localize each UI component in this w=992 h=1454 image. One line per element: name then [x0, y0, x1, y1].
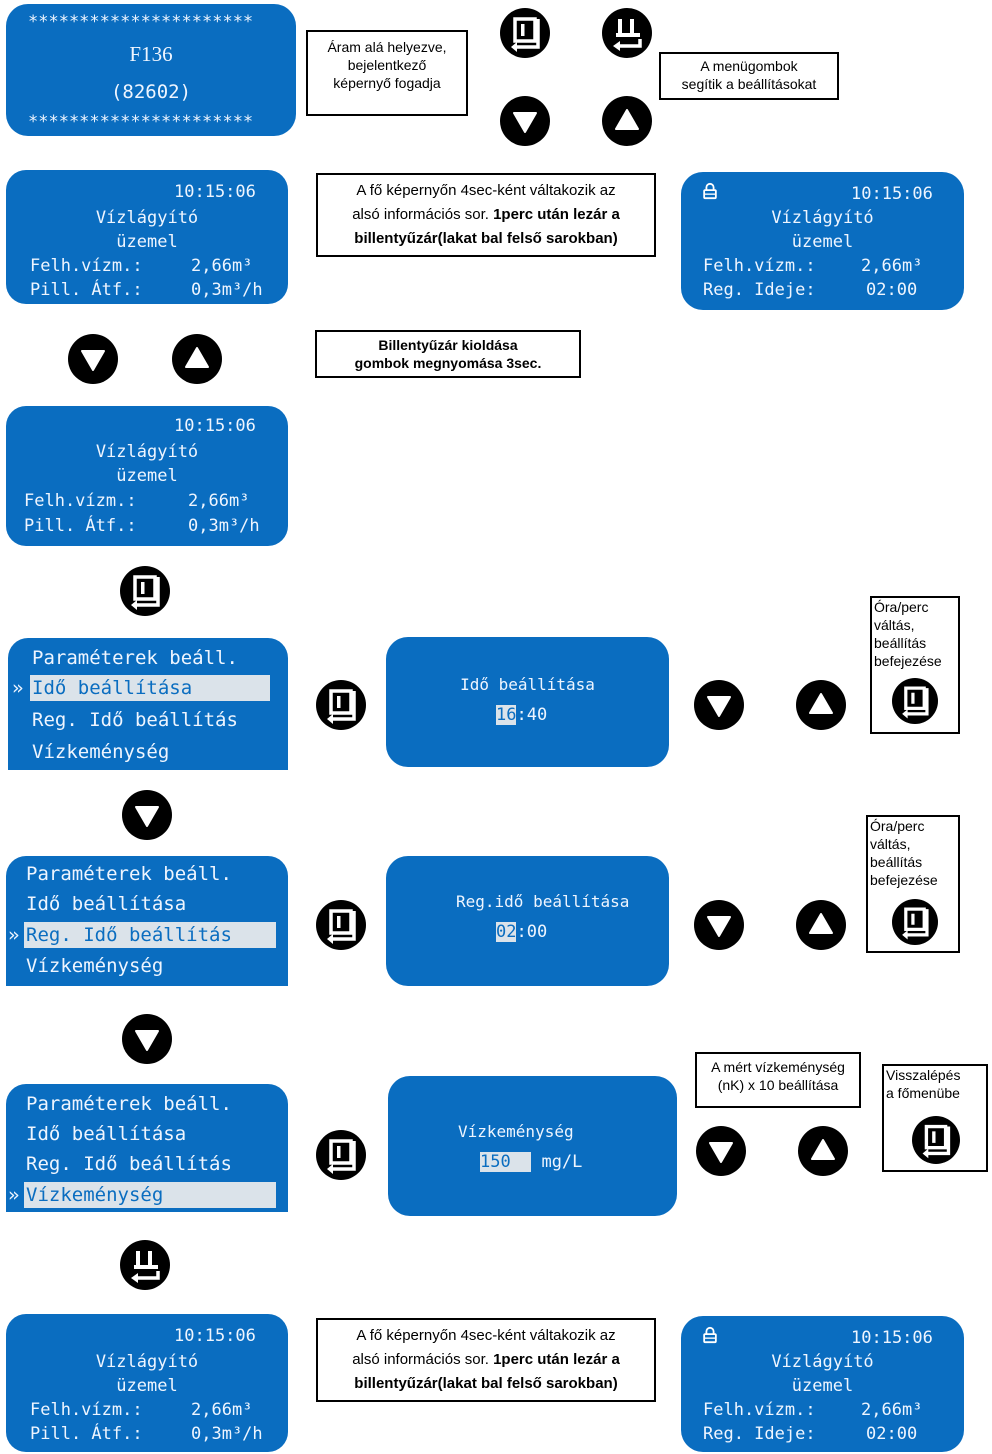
main-screen-1: 10:15:06 Vízlágyító üzemel Felh.vízm.: 2…	[6, 170, 288, 304]
enter-button[interactable]	[892, 678, 938, 724]
enter-button[interactable]	[500, 8, 550, 58]
enter-button[interactable]	[892, 899, 938, 945]
menu-item-time[interactable]: Idő beállítása	[32, 677, 193, 699]
enter-icon	[316, 900, 366, 950]
exit-icon	[120, 1240, 170, 1290]
up-arrow-icon	[602, 96, 652, 146]
note-hour-minute-2: Óra/perc váltás, beállítás befejezése	[866, 815, 960, 953]
menu-screen-3: Paraméterek beáll. Idő beállítása Reg. I…	[6, 1084, 288, 1212]
note-lock-info-1: A fő képernyőn 4sec-ként váltakozik az a…	[316, 173, 656, 257]
splash-screen: ********************** F136 (82602) ****…	[6, 4, 296, 136]
enter-button[interactable]	[316, 900, 366, 950]
hour-field[interactable]: 02	[496, 922, 517, 942]
down-button[interactable]	[694, 900, 744, 950]
down-arrow-icon	[122, 790, 172, 840]
enter-icon	[316, 1130, 366, 1180]
down-button[interactable]	[68, 334, 118, 384]
enter-button[interactable]	[316, 1130, 366, 1180]
up-button[interactable]	[796, 900, 846, 950]
enter-icon	[120, 566, 170, 616]
up-arrow-icon	[172, 334, 222, 384]
hardness-field[interactable]: 150	[480, 1152, 511, 1172]
down-button[interactable]	[696, 1126, 746, 1176]
splash-stars-bottom: **********************	[28, 112, 254, 132]
exit-button[interactable]	[602, 8, 652, 58]
up-button[interactable]	[602, 96, 652, 146]
exit-button[interactable]	[120, 1240, 170, 1290]
menu-item-regen[interactable]: Reg. Idő beállítás	[32, 709, 238, 731]
hour-field[interactable]: 16	[496, 705, 517, 725]
note-menu-buttons: A menügombok segítik a beállításokat	[659, 52, 839, 100]
note-hardness: A mért vízkeménység (nK) x 10 beállítása	[695, 1052, 861, 1108]
time-setting-screen: Idő beállítása 16:40	[386, 637, 669, 767]
menu-screen-1: Paraméterek beáll. » Idő beállítása Reg.…	[8, 638, 288, 770]
enter-icon	[500, 8, 550, 58]
menu-highlight	[24, 922, 276, 948]
main-screen-3: 10:15:06 Vízlágyító üzemel Felh.vízm.: 2…	[6, 1314, 288, 1452]
enter-icon	[892, 899, 938, 945]
splash-code: (82602)	[110, 81, 192, 103]
menu-item-hardness[interactable]: Vízkeménység	[32, 741, 170, 763]
menu-screen-2: Paraméterek beáll. Idő beállítása » Reg.…	[6, 856, 288, 986]
down-button[interactable]	[500, 96, 550, 146]
down-button[interactable]	[122, 790, 172, 840]
up-arrow-icon	[796, 680, 846, 730]
menu-highlight	[24, 1182, 276, 1208]
main-screen-locked-1: 10:15:06 Vízlágyító üzemel Felh.vízm.: 2…	[681, 172, 964, 310]
up-button[interactable]	[796, 680, 846, 730]
hardness-setting-screen: Vízkeménység 150 mg/L	[388, 1076, 677, 1216]
enter-icon	[912, 1116, 960, 1164]
note-hour-minute-1: Óra/perc váltás, beállítás befejezése	[870, 596, 960, 734]
enter-button[interactable]	[316, 680, 366, 730]
lock-icon	[701, 1326, 719, 1344]
note-lock-info-2: A fő képernyőn 4sec-ként váltakozik az a…	[316, 1318, 656, 1402]
main-screen-locked-2: 10:15:06 Vízlágyító üzemel Felh.vízm.: 2…	[681, 1316, 964, 1452]
splash-model: F136	[129, 42, 173, 66]
down-arrow-icon	[122, 1014, 172, 1064]
note-back: Visszalépés a főmenübe	[882, 1064, 988, 1172]
down-arrow-icon	[68, 334, 118, 384]
up-arrow-icon	[796, 900, 846, 950]
splash-stars-top: **********************	[28, 12, 254, 32]
menu-highlight	[30, 675, 270, 701]
exit-icon	[602, 8, 652, 58]
down-button[interactable]	[122, 1014, 172, 1064]
down-button[interactable]	[694, 680, 744, 730]
down-arrow-icon	[500, 96, 550, 146]
enter-button[interactable]	[912, 1116, 960, 1164]
note-unlock: Billentyűzár kioldása gombok megnyomása …	[315, 330, 581, 378]
enter-button[interactable]	[120, 566, 170, 616]
up-button[interactable]	[172, 334, 222, 384]
up-button[interactable]	[798, 1126, 848, 1176]
enter-icon	[316, 680, 366, 730]
down-arrow-icon	[696, 1126, 746, 1176]
up-arrow-icon	[798, 1126, 848, 1176]
main-screen-2: 10:15:06 Vízlágyító üzemel Felh.vízm.: 2…	[6, 406, 288, 546]
regen-setting-screen: Reg.idő beállítása 02:00	[386, 856, 669, 986]
note-power-on: Áram alá helyezve, bejelentkező képernyő…	[306, 30, 468, 116]
down-arrow-icon	[694, 680, 744, 730]
lock-icon	[701, 182, 719, 200]
enter-icon	[892, 678, 938, 724]
down-arrow-icon	[694, 900, 744, 950]
